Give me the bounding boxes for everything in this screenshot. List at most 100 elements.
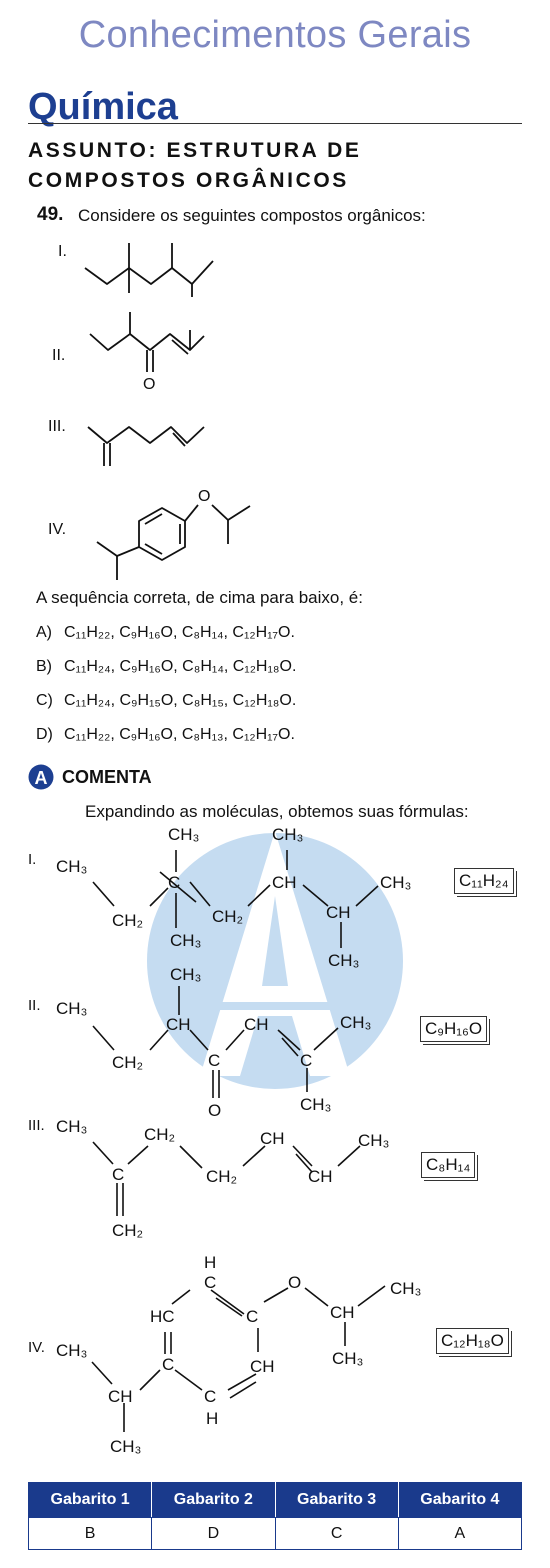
roman-exp-4: IV. bbox=[28, 1339, 45, 1356]
atom-label: O bbox=[288, 1273, 301, 1292]
structure-4-ether bbox=[184, 504, 199, 522]
answer-key-header: Gabarito 3 bbox=[274, 1482, 399, 1518]
formula-box-3: C₈H₁₄ bbox=[421, 1152, 476, 1178]
atom-label: C bbox=[208, 1051, 220, 1070]
option-a-text: C₁₁H₂₂, C₉H₁₆O, C₈H₁₄, C₁₂H₁₇O. bbox=[64, 624, 295, 641]
bond-line bbox=[189, 881, 211, 907]
atom-label: CH₃ bbox=[170, 931, 201, 950]
bond-line bbox=[355, 885, 379, 907]
bond-line bbox=[179, 1145, 203, 1169]
bond-line bbox=[149, 1029, 169, 1051]
bond-line bbox=[242, 1145, 266, 1167]
subject-title: Química bbox=[28, 86, 178, 128]
atom-label: CH₃ bbox=[390, 1279, 421, 1298]
question-text: Considere os seguintes compostos orgânic… bbox=[78, 206, 426, 225]
bond-line bbox=[225, 1029, 245, 1051]
bond-line bbox=[292, 1145, 313, 1167]
atom-label: CH₂ bbox=[212, 907, 243, 926]
atom-label: CH₃ bbox=[332, 1349, 363, 1368]
bond-line bbox=[304, 1287, 329, 1307]
answer-key-row: B D C A bbox=[27, 1517, 523, 1550]
atom-label: C bbox=[162, 1355, 174, 1374]
option-a[interactable]: A) C₁₁H₂₂, C₉H₁₆O, C₈H₁₄, C₁₂H₁₇O. bbox=[36, 624, 295, 642]
atom-label: CH bbox=[308, 1167, 333, 1186]
roman-exp-2: II. bbox=[28, 997, 41, 1014]
atom-label: CH₃ bbox=[358, 1131, 389, 1150]
answer-key-header: Gabarito 1 bbox=[27, 1482, 153, 1518]
atom-label: CH bbox=[250, 1357, 275, 1376]
atom-label: C bbox=[204, 1273, 216, 1292]
bond-line bbox=[247, 884, 271, 907]
atom-label: CH bbox=[330, 1303, 355, 1322]
roman-2: II. bbox=[52, 347, 66, 364]
comment-badge-icon: A bbox=[28, 764, 54, 790]
option-b-text: C₁₁H₂₄, C₉H₁₆O, C₈H₁₄, C₁₂H₁₈O. bbox=[64, 658, 297, 675]
subject-underline bbox=[28, 123, 522, 124]
question-number: 49. bbox=[37, 204, 64, 225]
bond-line bbox=[227, 1373, 257, 1391]
option-d[interactable]: D) C₁₁H₂₂, C₉H₁₆O, C₈H₁₃, C₁₂H₁₇O. bbox=[36, 726, 295, 744]
bond-line bbox=[92, 1141, 114, 1165]
bond-line bbox=[91, 1361, 113, 1385]
skeletal-structures: O O bbox=[84, 243, 251, 580]
option-a-letter: A) bbox=[36, 624, 52, 641]
bond-line bbox=[127, 1145, 149, 1165]
atom-label: O bbox=[208, 1101, 221, 1120]
bond-line bbox=[189, 1029, 209, 1051]
sequence-prompt: A sequência correta, de cima para baixo,… bbox=[36, 588, 363, 607]
formula-box-2: C₉H₁₆O bbox=[420, 1016, 488, 1042]
structure-2-oxygen: O bbox=[143, 376, 155, 393]
atom-label: H bbox=[204, 1253, 216, 1272]
atom-label: C bbox=[112, 1165, 124, 1184]
bond-line bbox=[149, 887, 169, 907]
formula-box-4: C₁₂H₁₈O bbox=[436, 1328, 509, 1354]
atom-label: CH₃ bbox=[56, 999, 87, 1018]
answer-key-header-row: Gabarito 1 Gabarito 2 Gabarito 3 Gabarit… bbox=[27, 1482, 523, 1518]
answer-key-table: Gabarito 1 Gabarito 2 Gabarito 3 Gabarit… bbox=[27, 1482, 523, 1550]
option-b[interactable]: B) C₁₁H₂₄, C₉H₁₆O, C₈H₁₄, C₁₂H₁₈O. bbox=[36, 658, 296, 676]
bond-line bbox=[337, 1145, 361, 1167]
atom-label: CH₂ bbox=[112, 1053, 143, 1072]
structure-4-ring-double-a bbox=[144, 513, 163, 525]
atom-label: CH₃ bbox=[340, 1013, 371, 1032]
topic-heading: ASSUNTO: ESTRUTURA DE COMPOSTOS ORGÂNICO… bbox=[28, 139, 362, 192]
atom-label: C bbox=[300, 1051, 312, 1070]
atom-label: CH₃ bbox=[110, 1437, 141, 1456]
bond-line bbox=[302, 884, 329, 907]
bond-line bbox=[92, 881, 115, 907]
structure-1-methyl-d bbox=[191, 260, 214, 285]
bond-line bbox=[277, 1029, 301, 1051]
comment-label: COMENTA bbox=[62, 767, 152, 787]
bond-line bbox=[263, 1287, 289, 1303]
option-c[interactable]: C)C₁₁H₂₄, C₉H₁₅O, C₈H₁₅, C₁₂H₁₈O. bbox=[36, 692, 296, 710]
structure-2-double-bond bbox=[171, 339, 189, 355]
option-d-letter: D) bbox=[36, 726, 53, 743]
bond-line bbox=[281, 1037, 299, 1057]
answer-key-header: Gabarito 4 bbox=[397, 1482, 523, 1518]
option-b-letter: B) bbox=[36, 658, 52, 675]
expanded-structures: I. CH₃ CH₂ CH₃ C CH₃ CH₂ CH₃ CH CH CH₃ C… bbox=[28, 825, 421, 1456]
option-d-text: C₁₁H₂₂, C₉H₁₆O, C₈H₁₃, C₁₂H₁₇O. bbox=[64, 726, 295, 743]
structure-3-double-bond bbox=[172, 432, 186, 447]
bond-line bbox=[210, 1289, 245, 1315]
bond-line bbox=[357, 1285, 386, 1307]
roman-3: III. bbox=[48, 418, 66, 435]
atom-label: HC bbox=[150, 1307, 175, 1326]
atom-label: CH bbox=[108, 1387, 133, 1406]
atom-label: CH₃ bbox=[300, 1095, 331, 1114]
atom-label: CH₂ bbox=[112, 1221, 143, 1240]
atom-label: CH₃ bbox=[170, 965, 201, 984]
option-c-text: C₁₁H₂₄, C₉H₁₅O, C₈H₁₅, C₁₂H₁₈O. bbox=[64, 692, 297, 709]
atom-label: CH₃ bbox=[56, 1117, 87, 1136]
bond-line bbox=[139, 1369, 161, 1391]
roman-exp-3: III. bbox=[28, 1117, 45, 1134]
answer-key-value: D bbox=[151, 1517, 276, 1550]
atom-label: H bbox=[206, 1409, 218, 1428]
page-header: Conhecimentos Gerais bbox=[78, 14, 472, 56]
atom-label: C bbox=[204, 1387, 216, 1406]
bond-line bbox=[215, 1297, 243, 1317]
structure-4-oxygen: O bbox=[198, 488, 210, 505]
atom-label: CH₃ bbox=[272, 825, 303, 844]
bond-line bbox=[28, 764, 54, 790]
comment-badge-letter: A bbox=[35, 768, 48, 788]
